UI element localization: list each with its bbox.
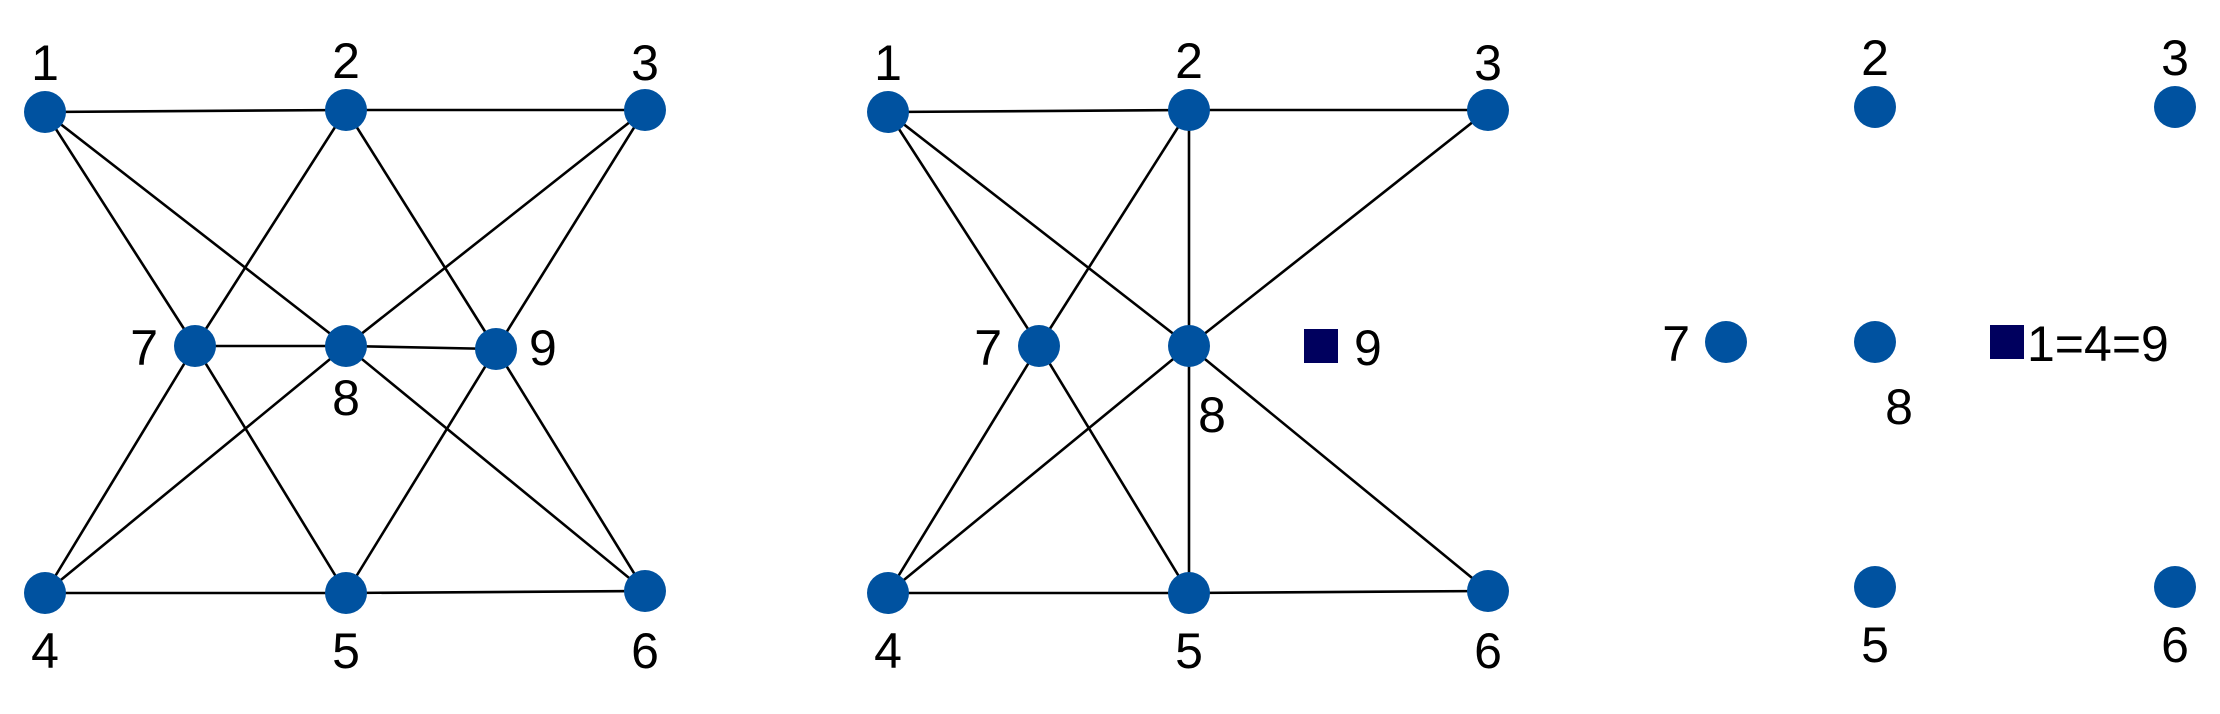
node-label-5: 5 (1861, 617, 1889, 673)
edge-1-2 (887, 108, 1190, 114)
node-label-7: 7 (130, 320, 158, 376)
node-1 (867, 91, 909, 133)
edge-4-7 (43, 345, 197, 594)
edge-5-6 (345, 589, 646, 595)
node-label-6: 6 (2161, 617, 2189, 673)
graph-2: 1 2 3 4 5 6 7 8 9 (867, 33, 1509, 679)
node-5 (325, 572, 367, 614)
edge-1-7 (886, 111, 1041, 347)
node-3 (624, 89, 666, 131)
node-square-9 (1304, 329, 1338, 363)
node-label-3: 3 (2161, 30, 2189, 86)
node-label-8: 8 (1198, 387, 1226, 443)
node-label-8: 8 (1885, 379, 1913, 435)
edge-2-7 (193, 109, 348, 347)
edge-8-9 (345, 344, 497, 351)
node-label-5: 5 (1175, 623, 1203, 679)
node-square-149 (1990, 325, 2024, 359)
node-label-4: 4 (31, 623, 59, 679)
node-9 (475, 328, 517, 370)
node-6 (2154, 566, 2196, 608)
node-label-8: 8 (332, 370, 360, 426)
edge-6-8 (1188, 344, 1489, 593)
edge-2-7 (1037, 109, 1191, 347)
node-6 (624, 570, 666, 612)
node-7 (1705, 321, 1747, 363)
node-8 (325, 325, 367, 367)
node-label-1: 1 (874, 35, 902, 91)
node-2 (325, 89, 367, 131)
edge-4-8 (887, 344, 1190, 595)
node-label-2: 2 (1861, 30, 1889, 86)
node-label-6: 6 (1474, 623, 1502, 679)
node-2 (1854, 86, 1896, 128)
graph-1: 1 2 3 4 5 6 7 8 9 (24, 33, 666, 679)
node-5 (1854, 566, 1896, 608)
node-8 (1168, 325, 1210, 367)
node-8 (1854, 321, 1896, 363)
edge-5-7 (193, 345, 348, 594)
graph-3: 2 3 7 8 1=4=9 5 6 (1662, 30, 2196, 673)
node-3 (2154, 86, 2196, 128)
edge-1-2 (44, 108, 347, 114)
edge-4-8 (44, 344, 347, 595)
node-7 (1018, 325, 1060, 367)
node-2 (1168, 89, 1210, 131)
node-label-1: 1 (31, 35, 59, 91)
node-label-9: 9 (1354, 320, 1382, 376)
edge-5-9 (344, 348, 498, 594)
edge-2-9 (344, 109, 498, 350)
node-6 (1467, 570, 1509, 612)
edge-3-8 (345, 108, 646, 348)
node-label-4: 4 (874, 623, 902, 679)
node-4 (24, 572, 66, 614)
node-label-2: 2 (332, 33, 360, 89)
node-1 (24, 91, 66, 133)
edge-4-7 (886, 345, 1041, 594)
node-label-9: 9 (529, 320, 557, 376)
node-label-7: 7 (974, 320, 1002, 376)
node-label-6: 6 (631, 623, 659, 679)
edge-1-8 (887, 110, 1190, 348)
edge-3-9 (494, 109, 647, 350)
edge-3-8 (1188, 108, 1489, 348)
node-label-2: 2 (1175, 33, 1203, 89)
edge-1-8 (44, 110, 347, 348)
edge-1-7 (43, 111, 197, 347)
node-label-7: 7 (1662, 316, 1690, 372)
edge-5-6 (1188, 589, 1489, 595)
node-4 (867, 572, 909, 614)
node-label-5: 5 (332, 623, 360, 679)
node-label-149: 1=4=9 (2027, 316, 2169, 372)
node-label-3: 3 (1474, 35, 1502, 91)
edge-6-9 (494, 348, 647, 592)
edge-5-7 (1037, 345, 1191, 594)
node-7 (174, 325, 216, 367)
edge-6-8 (345, 344, 646, 593)
node-5 (1168, 572, 1210, 614)
node-3 (1467, 89, 1509, 131)
node-label-3: 3 (631, 35, 659, 91)
